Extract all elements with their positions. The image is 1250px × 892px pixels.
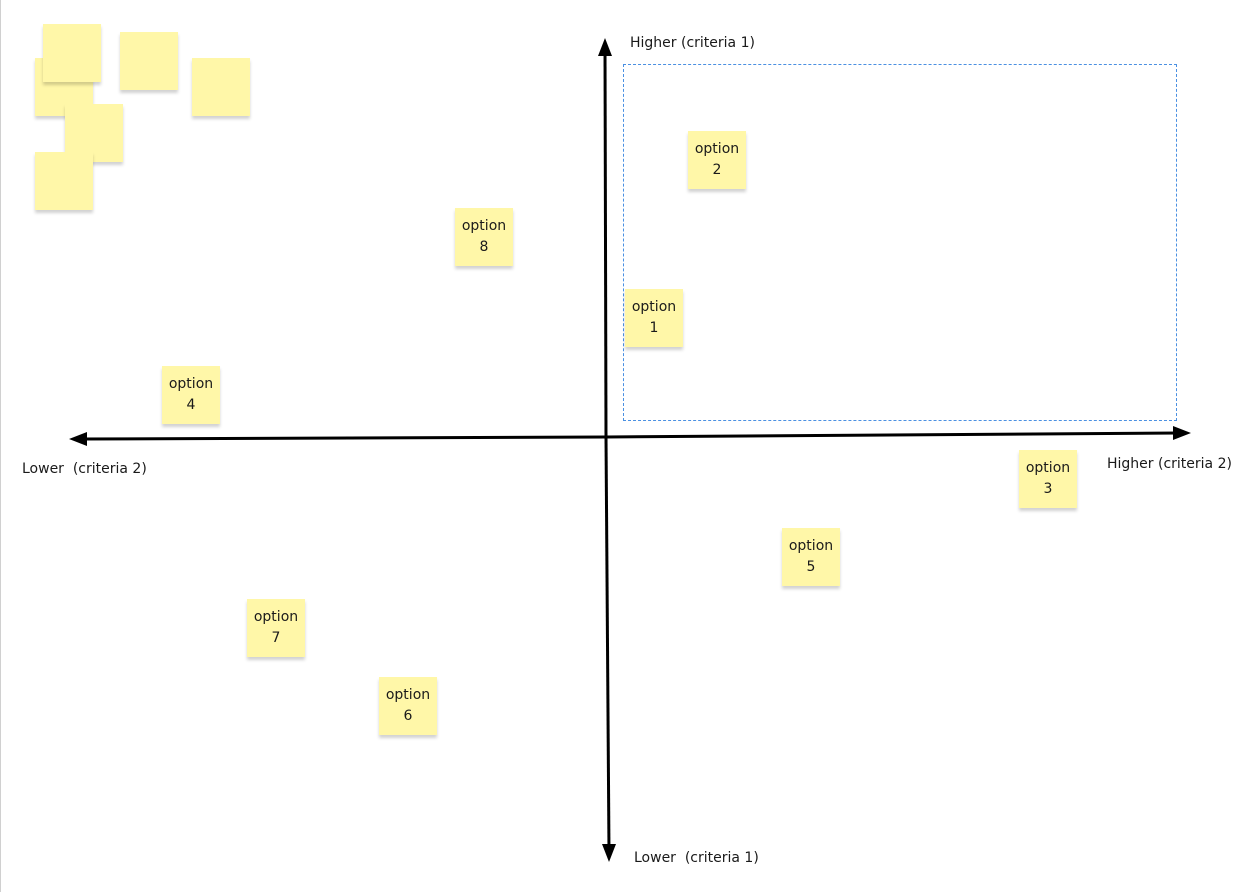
horizontal-axis-right[interactable] — [605, 431, 1180, 439]
sticky-note-option-1[interactable]: option 1 — [625, 289, 683, 347]
note-line2: 7 — [271, 630, 281, 646]
sticky-note-option-8[interactable]: option 8 — [455, 208, 513, 266]
blank-sticky-note[interactable] — [192, 58, 250, 116]
sticky-note-option-4[interactable]: option 4 — [162, 366, 220, 424]
sticky-note-option-5[interactable]: option 5 — [782, 528, 840, 586]
note-line1: option — [694, 141, 740, 157]
horizontal-axis-left[interactable] — [80, 435, 607, 441]
y-axis-bottom-label: Lower (criteria 1) — [634, 850, 759, 866]
sticky-note-option-6[interactable]: option 6 — [379, 677, 437, 735]
arrow-up-icon — [598, 38, 612, 56]
blank-sticky-note[interactable] — [120, 32, 178, 90]
arrow-right-icon — [1173, 426, 1191, 440]
x-axis-left-label: Lower (criteria 2) — [22, 461, 147, 477]
blank-sticky-note[interactable] — [43, 24, 101, 82]
note-line2: 6 — [403, 708, 413, 724]
note-line2: 1 — [649, 320, 659, 336]
note-line2: 5 — [806, 559, 816, 575]
note-line1: option — [788, 538, 834, 554]
blank-sticky-note[interactable] — [35, 152, 93, 210]
sticky-note-option-7[interactable]: option 7 — [247, 599, 305, 657]
arrow-down-icon — [602, 844, 616, 862]
note-line2: 8 — [479, 239, 489, 255]
vertical-axis[interactable] — [603, 47, 608, 438]
sticky-note-option-3[interactable]: option 3 — [1019, 450, 1077, 508]
x-axis-right-label: Higher (criteria 2) — [1107, 456, 1232, 472]
selection-box[interactable] — [623, 64, 1177, 421]
note-line1: option — [1025, 460, 1071, 476]
note-line1: option — [631, 299, 677, 315]
note-line1: option — [461, 218, 507, 234]
note-line2: 2 — [712, 162, 722, 178]
sticky-note-option-2[interactable]: option 2 — [688, 131, 746, 189]
vertical-axis-down[interactable] — [604, 436, 611, 853]
note-line1: option — [168, 376, 214, 392]
note-line2: 3 — [1043, 481, 1053, 497]
note-line1: option — [385, 687, 431, 703]
arrow-left-icon — [69, 432, 87, 446]
note-line2: 4 — [186, 397, 196, 413]
note-line1: option — [253, 609, 299, 625]
y-axis-top-label: Higher (criteria 1) — [630, 35, 755, 51]
